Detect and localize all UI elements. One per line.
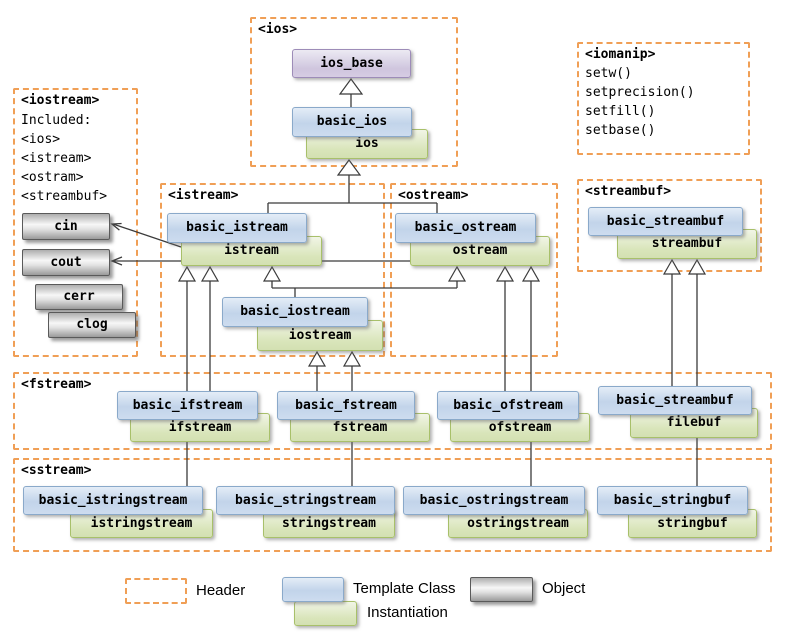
section-label-streambuf: <streambuf>	[585, 184, 672, 199]
class-box-basic-ostream: basic_ostream	[395, 213, 536, 243]
object-box-cin: cin	[22, 213, 110, 240]
iomanip-func-setprecision: setprecision()	[585, 85, 695, 100]
section-iostream: <iostream> Included: <ios> <istream> <os…	[13, 88, 138, 357]
iomanip-func-setfill: setfill()	[585, 104, 656, 119]
section-label-fstream: <fstream>	[21, 377, 92, 392]
section-label-ios: <ios>	[258, 22, 298, 37]
class-box-basic-istream: basic_istream	[167, 213, 307, 243]
legend-object-label: Object	[542, 580, 586, 597]
section-label-istream: <istream>	[168, 188, 239, 203]
class-box-basic-streambuf-file: basic_streambuf	[598, 386, 752, 415]
class-box-basic-stringbuf: basic_stringbuf	[597, 486, 748, 515]
object-box-cout: cout	[22, 249, 110, 276]
section-iomanip: <iomanip> setw() setprecision() setfill(…	[577, 42, 750, 155]
object-box-clog: clog	[48, 312, 136, 338]
section-fstream: <fstream>	[13, 372, 772, 450]
class-box-basic-streambuf: basic_streambuf	[588, 207, 743, 236]
class-box-basic-iostream: basic_iostream	[222, 297, 368, 327]
class-box-ios-base: ios_base	[292, 49, 411, 78]
iomanip-func-setw: setw()	[585, 66, 632, 81]
iostream-include-istream: <istream>	[21, 151, 92, 166]
iomanip-func-setbase: setbase()	[585, 123, 656, 138]
legend-template-class-label: Template Class	[353, 580, 456, 597]
class-box-basic-istringstream: basic_istringstream	[23, 486, 203, 515]
section-sstream: <sstream>	[13, 458, 772, 552]
legend-instantiation-swatch	[294, 601, 357, 626]
section-label-iostream: <iostream>	[21, 93, 100, 108]
iostream-include-ostram: <ostram>	[21, 170, 84, 185]
class-box-basic-ifstream: basic_ifstream	[117, 391, 258, 420]
legend-header-swatch	[125, 578, 187, 604]
legend-instantiation-label: Instantiation	[367, 604, 448, 621]
iostream-include-ios: <ios>	[21, 132, 61, 147]
class-box-basic-ofstream: basic_ofstream	[437, 391, 579, 420]
section-label-iomanip: <iomanip>	[585, 47, 656, 62]
section-ostream: <ostream>	[390, 183, 558, 357]
object-box-cerr: cerr	[35, 284, 123, 310]
class-box-basic-stringstream: basic_stringstream	[216, 486, 395, 515]
section-istream: <istream>	[160, 183, 385, 357]
section-label-sstream: <sstream>	[21, 463, 92, 478]
class-box-basic-ostringstream: basic_ostringstream	[403, 486, 585, 515]
legend-header-label: Header	[196, 582, 246, 599]
class-box-basic-fstream: basic_fstream	[277, 391, 415, 420]
legend-template-class-swatch	[282, 577, 344, 602]
iostream-include-streambuf: <streambuf>	[21, 189, 108, 204]
iostream-included-label: Included:	[21, 113, 92, 128]
legend-object-swatch	[470, 577, 533, 602]
section-label-ostream: <ostream>	[398, 188, 469, 203]
class-box-basic-ios: basic_ios	[292, 107, 412, 137]
